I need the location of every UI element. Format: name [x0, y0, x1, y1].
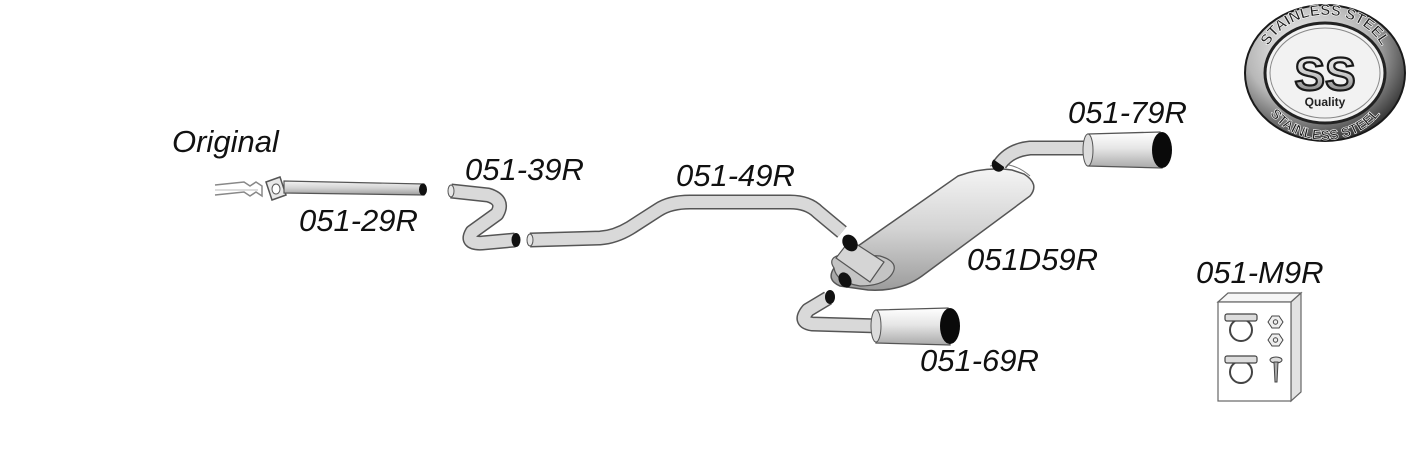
tailpipe-tip-icon — [940, 308, 960, 344]
logo-center-text: SS — [1294, 48, 1355, 100]
tailpipe-tip-icon — [1152, 132, 1172, 168]
part-051D59R[interactable] — [830, 156, 1035, 291]
part-label-051-79R: 051-79R — [1068, 95, 1187, 130]
part-label-051-49R: 051-49R — [676, 158, 795, 193]
part-label-051-39R: 051-39R — [465, 152, 584, 187]
part-label-051-29R: 051-29R — [299, 203, 418, 238]
part-label-051-M9R: 051-M9R — [1196, 255, 1324, 290]
part-051-69R[interactable] — [796, 290, 960, 346]
clamp-icon — [1224, 313, 1258, 342]
part-051-M9R[interactable] — [1216, 291, 1303, 403]
part-label-051D59R: 051D59R — [967, 242, 1098, 277]
stainless-steel-quality-logo: STAINLESS STEEL STAINLESS STEEL SS Quali… — [1244, 2, 1406, 143]
part-label-051-69R: 051-69R — [920, 343, 1039, 378]
part-051-39R[interactable] — [447, 183, 521, 251]
part-051-49R[interactable] — [526, 194, 847, 248]
original-label: Original — [172, 124, 280, 159]
nut-icon — [1267, 333, 1284, 347]
clamp-icon — [1224, 355, 1258, 384]
original-pipe-stub — [214, 181, 263, 198]
pipe-end-icon — [419, 183, 427, 196]
pipe-end-icon — [511, 233, 521, 247]
part-051-29R[interactable] — [265, 176, 427, 201]
pipe-end-icon — [842, 234, 858, 252]
nut-icon — [1267, 315, 1284, 329]
part-051-79R[interactable] — [993, 131, 1172, 169]
bolt-icon — [1269, 356, 1283, 383]
logo-sub-text: Quality — [1305, 95, 1346, 109]
pipe-end-icon — [838, 272, 852, 288]
